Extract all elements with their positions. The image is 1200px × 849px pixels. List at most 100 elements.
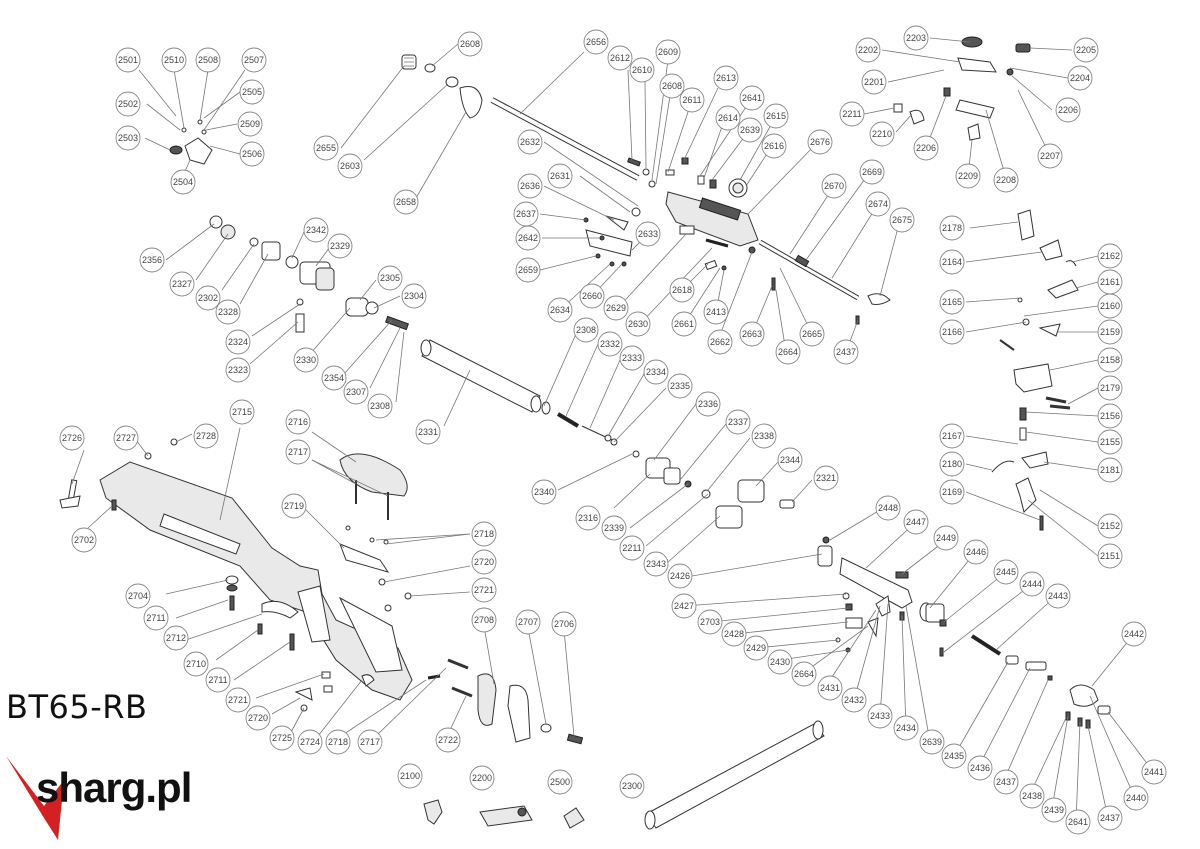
callout-label: 2342 (306, 225, 326, 235)
callout-label: 2641 (742, 93, 762, 103)
callout-label: 2613 (716, 73, 736, 83)
callout-circle (71, 527, 97, 553)
part-2704-group (225, 575, 375, 712)
callout-circle (643, 551, 669, 577)
callout-2206: 2206 (1055, 97, 1081, 123)
callout-label: 2300 (622, 781, 642, 791)
callout-2434: 2434 (893, 715, 919, 741)
callout-label: 2711 (208, 675, 227, 685)
callout-label: 2706 (554, 619, 574, 629)
callout-circle (619, 773, 645, 799)
callout-label: 2634 (550, 305, 570, 315)
callout-label: 2629 (606, 303, 626, 313)
callout-2181: 2181 (1097, 457, 1123, 483)
callout-2655: 2655 (313, 135, 339, 161)
callout-2308: 2308 (573, 317, 599, 343)
callout-circle (817, 675, 843, 701)
callout-2642: 2642 (515, 225, 541, 251)
callout-2206: 2206 (913, 135, 939, 161)
callout-circle (163, 625, 189, 651)
callout-2506: 2506 (239, 141, 265, 167)
callout-label: 2169 (942, 487, 962, 497)
callout-2509: 2509 (237, 111, 263, 137)
callout-2704: 2704 (125, 583, 151, 609)
callout-circle (1097, 293, 1123, 319)
part-2100-group (991, 209, 1079, 531)
callout-2662: 2662 (707, 329, 733, 355)
callout-2161: 2161 (1097, 269, 1123, 295)
callout-2504: 2504 (170, 169, 196, 195)
callout-2656: 2656 (583, 29, 609, 55)
callout-label: 2660 (582, 291, 602, 301)
callout-circle (865, 191, 891, 217)
callout-2449: 2449 (933, 525, 959, 551)
callout-circle (855, 37, 881, 63)
callout-label: 2611 (682, 95, 701, 105)
callout-2442: 2442 (1121, 621, 1147, 647)
callout-2155: 2155 (1097, 429, 1123, 455)
callout-2441: 2441 (1141, 759, 1167, 785)
callout-circle (225, 329, 251, 355)
callout-label: 2211 (842, 109, 861, 119)
callout-circle (839, 101, 865, 127)
callout-label: 2206 (916, 143, 936, 153)
callout-2428: 2428 (721, 621, 747, 647)
callout-2305: 2305 (377, 265, 403, 291)
callout-label: 2178 (942, 223, 962, 233)
part-2500 (563, 807, 585, 829)
callout-2641: 2641 (1065, 809, 1091, 835)
callout-circle (713, 65, 739, 91)
callout-label: 2663 (742, 329, 762, 339)
callout-2162: 2162 (1097, 243, 1123, 269)
callout-label: 2329 (330, 241, 350, 251)
callout-label: 2632 (520, 137, 540, 147)
callout-label: 2316 (578, 513, 598, 523)
callout-2164: 2164 (939, 249, 965, 275)
callout-label: 2428 (724, 629, 744, 639)
callout-label: 2336 (698, 399, 718, 409)
logo-red-swoosh (6, 756, 64, 840)
callout-2152: 2152 (1097, 513, 1123, 539)
callout-label: 2433 (870, 711, 890, 721)
callout-2608: 2608 (659, 73, 685, 99)
callout-2339: 2339 (601, 515, 627, 541)
callout-label: 2202 (858, 45, 878, 55)
sharg-logo[interactable] (4, 752, 234, 844)
callout-circle (1123, 785, 1149, 811)
callout-2728: 2728 (193, 423, 219, 449)
callout-circle (993, 559, 1019, 585)
callout-label: 2100 (400, 771, 420, 781)
callout-2706: 2706 (551, 611, 577, 637)
callout-label: 2445 (996, 567, 1016, 577)
callout-2721: 2721 (225, 687, 251, 713)
part-2332-spring (541, 401, 618, 446)
callout-2337: 2337 (725, 409, 751, 435)
callout-circle (697, 609, 723, 635)
callout-2202: 2202 (855, 37, 881, 63)
callout-circle (939, 451, 965, 477)
callout-label: 2338 (754, 431, 774, 441)
callout-circle (939, 215, 965, 241)
callout-label: 2200 (472, 773, 492, 783)
callout-label: 2448 (878, 503, 898, 513)
callout-circle (751, 423, 777, 449)
callout-2660: 2660 (579, 283, 605, 309)
callout-label: 2305 (380, 273, 400, 283)
callout-label: 2160 (1100, 301, 1120, 311)
callout-circle (813, 465, 839, 491)
part-2316-group (632, 450, 795, 529)
callout-2720: 2720 (471, 549, 497, 575)
callout-label: 2718 (328, 737, 348, 747)
callout-circle (59, 425, 85, 451)
callout-circle (669, 277, 695, 303)
callout-label: 2501 (118, 55, 138, 65)
callout-2722: 2722 (435, 727, 461, 753)
callout-label: 2165 (942, 297, 962, 307)
callout-label: 2413 (706, 307, 726, 317)
callout-label: 2439 (1044, 805, 1064, 815)
part-2200-group (893, 36, 1031, 141)
callout-circle (397, 763, 423, 789)
callout-circle (1097, 243, 1123, 269)
callout-2500: 2500 (547, 769, 573, 795)
